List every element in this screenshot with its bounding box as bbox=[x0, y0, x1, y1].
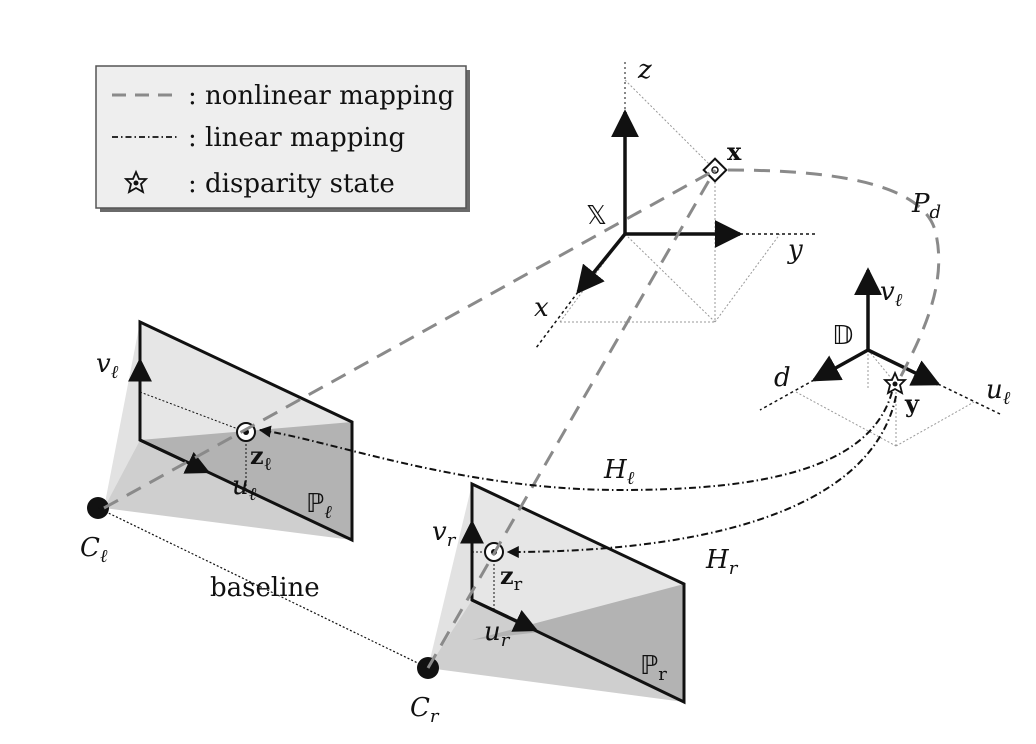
left-plane-label: ℙℓ bbox=[306, 489, 332, 523]
left-frustum-bottom bbox=[104, 440, 352, 540]
hr-label: Hr bbox=[705, 545, 739, 579]
legend-label-nonlinear: : nonlinear mapping bbox=[188, 81, 454, 111]
right-frustum-bottom bbox=[428, 600, 684, 702]
y-axis-label: y bbox=[787, 235, 803, 265]
left-u-label: uℓ bbox=[232, 471, 257, 505]
right-u-label: ur bbox=[484, 617, 511, 651]
right-plane-shadow bbox=[472, 584, 684, 702]
x-axis-label: x bbox=[534, 293, 549, 323]
right-u-axis bbox=[471, 598, 539, 632]
disparity-point-label: y bbox=[904, 389, 920, 418]
pd-curve bbox=[727, 168, 941, 379]
pd-label: Pd bbox=[911, 189, 941, 223]
legend: : nonlinear mapping : linear mapping : d… bbox=[95, 65, 470, 212]
z-axis-label: z bbox=[637, 55, 652, 85]
legend-label-disparity: : disparity state bbox=[188, 169, 395, 199]
left-ray bbox=[103, 168, 716, 510]
left-proj-h bbox=[139, 391, 247, 433]
disparity-state-icon bbox=[882, 370, 908, 395]
baseline-line bbox=[97, 507, 429, 669]
left-center-label: Cℓ bbox=[80, 533, 108, 567]
world-frame-label: 𝕏 bbox=[586, 201, 607, 231]
disparity-u-axis bbox=[867, 348, 941, 386]
hl-label: Hℓ bbox=[603, 455, 635, 489]
disparity-v-label: vℓ bbox=[880, 277, 903, 311]
world-point-label: x bbox=[727, 137, 742, 166]
left-z-label: zℓ bbox=[250, 441, 272, 475]
left-v-label: vℓ bbox=[96, 349, 119, 383]
legend-star-icon bbox=[123, 169, 149, 194]
right-plane-label: ℙr bbox=[640, 651, 667, 685]
disparity-u-label: uℓ bbox=[986, 375, 1011, 409]
right-center-label: Cr bbox=[410, 693, 440, 727]
legend-label-linear: : linear mapping bbox=[188, 123, 405, 153]
nonlinear-mappings bbox=[103, 168, 941, 669]
hr-curve bbox=[506, 395, 897, 558]
disparity-frame: 𝔻 vℓ uℓ d y bbox=[759, 267, 1011, 447]
disparity-frame-label: 𝔻 bbox=[832, 321, 853, 351]
linear-mappings bbox=[258, 391, 897, 558]
right-ray bbox=[426, 169, 717, 669]
hl-curve bbox=[258, 391, 893, 492]
disparity-construction-lines bbox=[795, 349, 975, 447]
baseline-label: baseline bbox=[210, 573, 320, 603]
disparity-d-axis bbox=[811, 348, 869, 382]
left-camera: vℓ uℓ zℓ ℙℓ Cℓ bbox=[80, 319, 354, 567]
right-v-label: vr bbox=[432, 517, 457, 551]
world-frame: 𝕏 z y x x bbox=[534, 55, 815, 349]
right-camera: vr ur zr ℙr Cr bbox=[410, 481, 686, 727]
x-axis bbox=[576, 232, 627, 295]
disparity-d-ext bbox=[759, 379, 815, 411]
disparity-d-label: d bbox=[774, 363, 791, 393]
left-u-axis bbox=[139, 438, 211, 474]
right-z-label: zr bbox=[500, 561, 523, 595]
